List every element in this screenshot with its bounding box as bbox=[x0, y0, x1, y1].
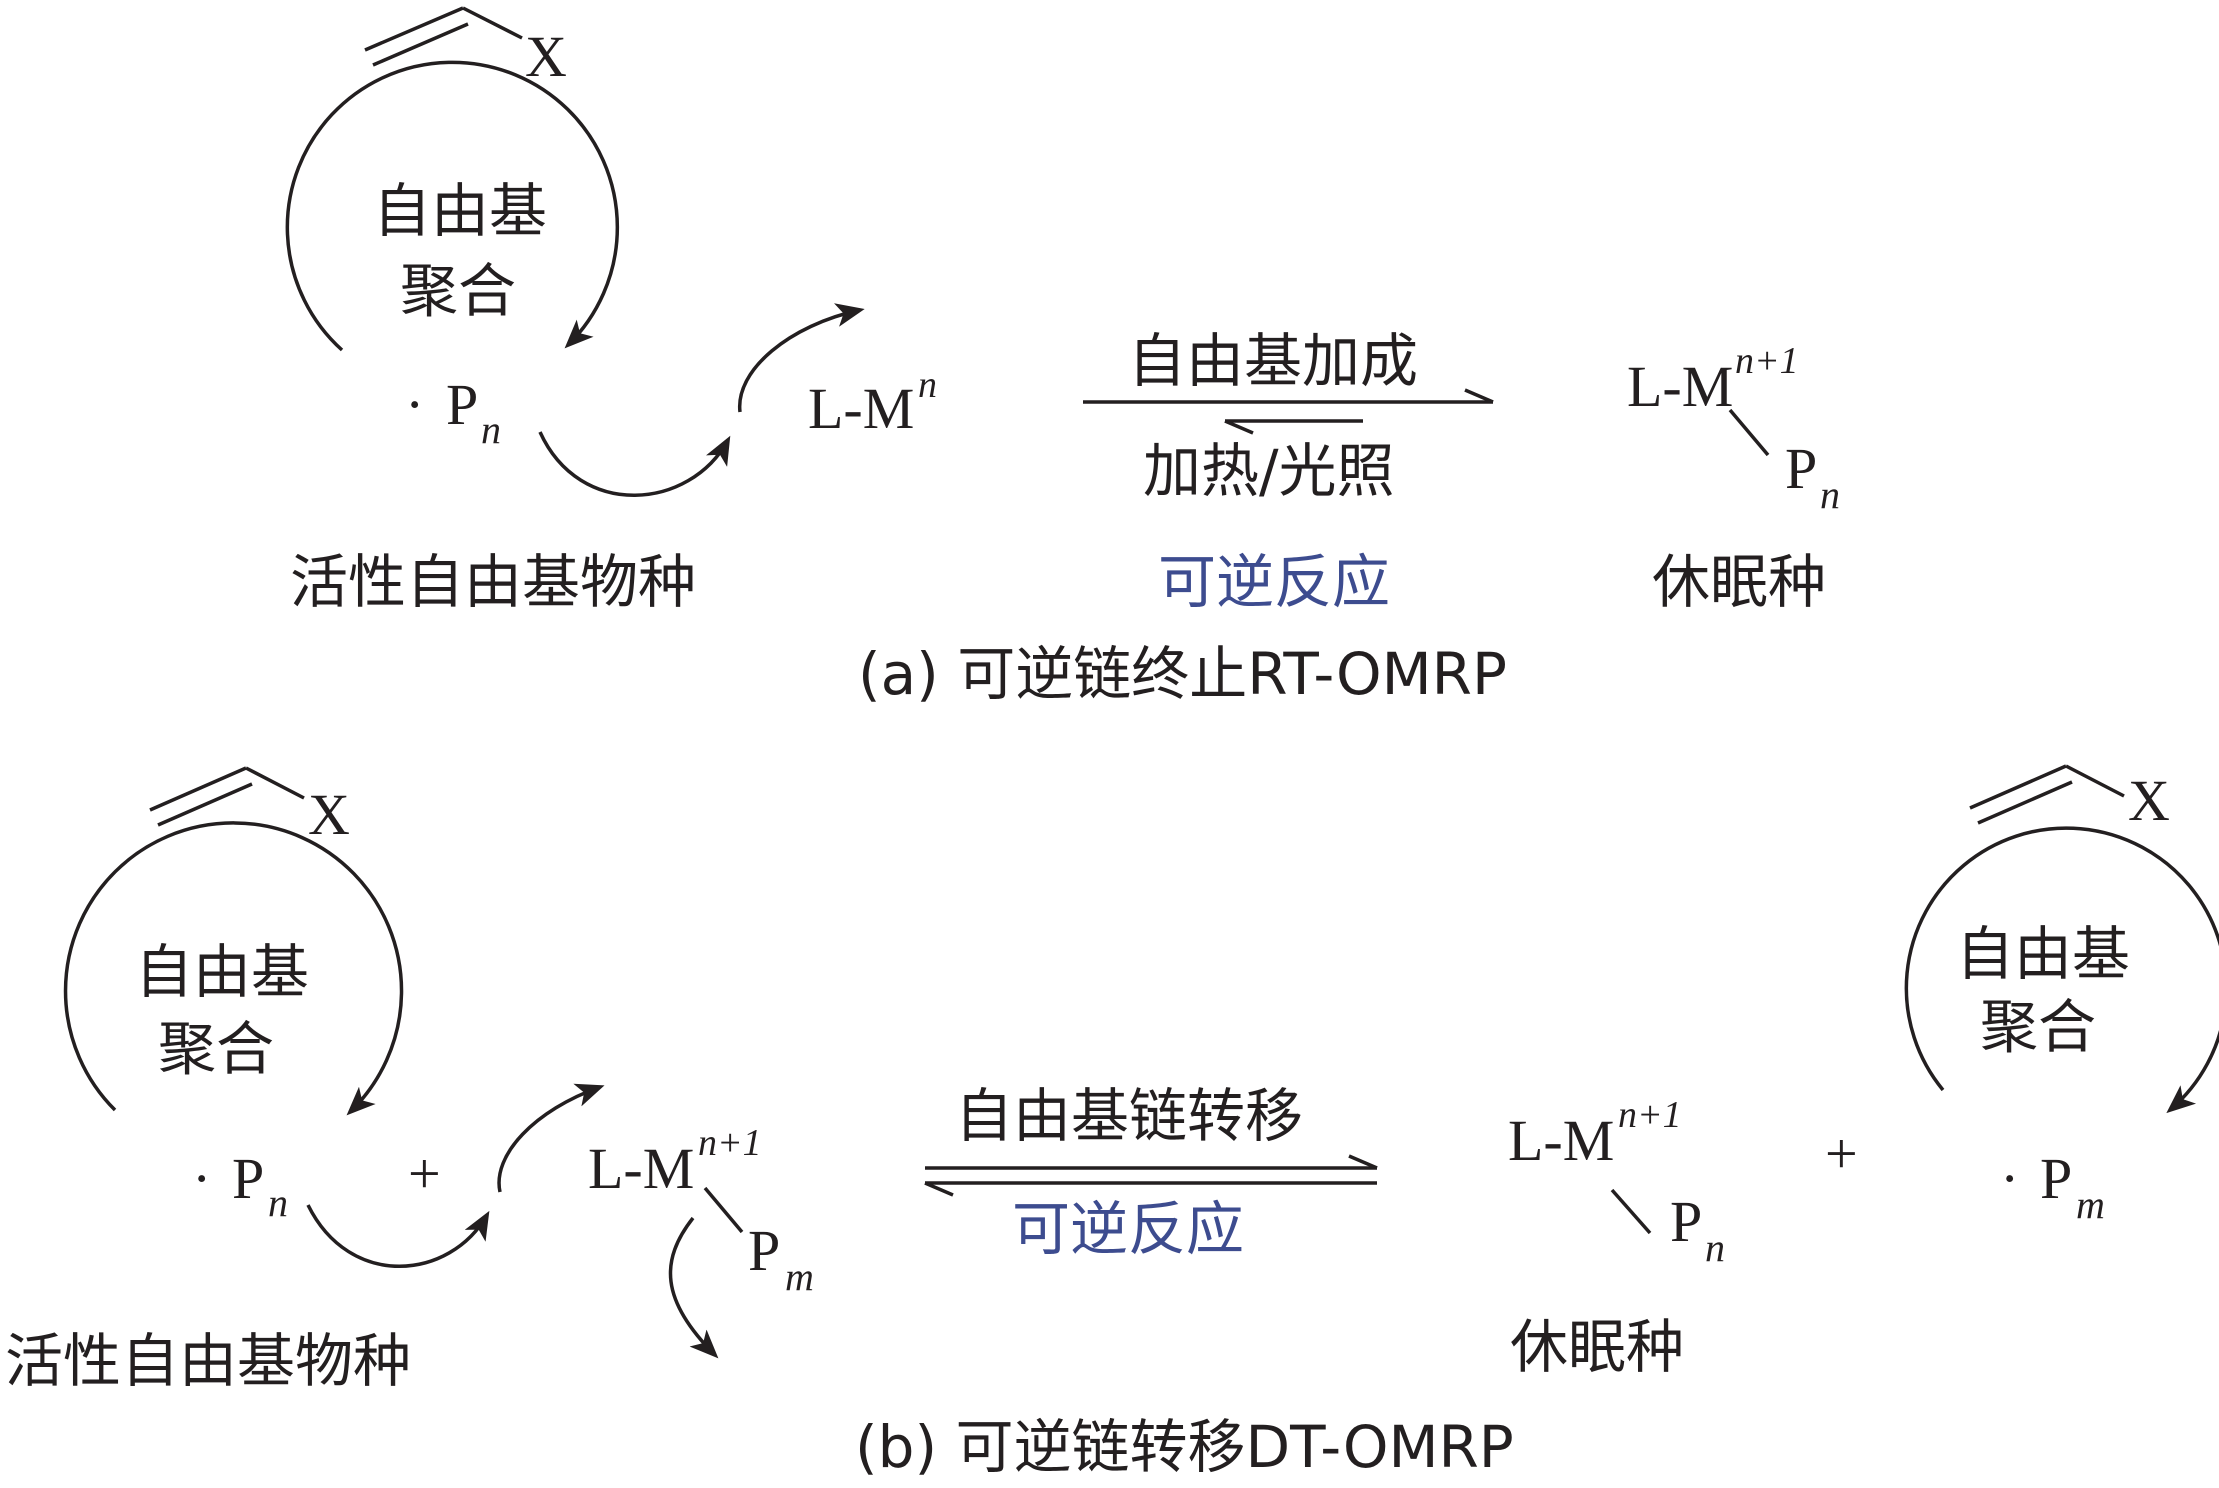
radical-a-dot: · bbox=[405, 372, 425, 437]
dormant-a-lm: L-M bbox=[1627, 354, 1734, 419]
product-b-lm: L-M bbox=[1508, 1108, 1615, 1173]
radical-b-right-dot: · bbox=[2000, 1146, 2020, 1211]
radical-transfer-arrow-b bbox=[306, 1204, 490, 1268]
caption-b: (b) 可逆链转移DT-OMRP bbox=[855, 1413, 1514, 1481]
cycle-b-left-label-line2: 聚合 bbox=[158, 1015, 275, 1083]
plus-b-right: + bbox=[1825, 1121, 1858, 1186]
radical-a-p: P bbox=[446, 372, 479, 437]
complex-return-arrow-b bbox=[497, 1083, 605, 1193]
cycle-arrow-b-right bbox=[1904, 826, 2219, 1114]
plus-b-left: + bbox=[408, 1141, 441, 1206]
dormant-a-p: P bbox=[1785, 436, 1818, 501]
cycle-a-label-line2: 聚合 bbox=[400, 257, 517, 325]
radical-b-left-dot: · bbox=[192, 1146, 212, 1211]
cycle-b-right-label-line2: 聚合 bbox=[1980, 993, 2097, 1061]
bond-m-p-b-right bbox=[1610, 1188, 1652, 1235]
bond-m-p-a bbox=[1728, 408, 1770, 457]
bond-m-p-b-left bbox=[703, 1186, 744, 1234]
radical-b-left-p: P bbox=[232, 1146, 265, 1211]
cycle-arrow-a bbox=[285, 60, 620, 352]
complex-b-p: P bbox=[748, 1218, 781, 1283]
chain-release-arrow-b bbox=[668, 1216, 719, 1359]
arrow-a-top-label: 自由基加成 bbox=[1128, 327, 1419, 395]
radical-b-left-subscript: n bbox=[268, 1180, 288, 1225]
radical-b-right-p: P bbox=[2040, 1146, 2073, 1211]
radical-b-right-subscript: m bbox=[2076, 1182, 2105, 1227]
product-b-subscript: n bbox=[1705, 1225, 1725, 1270]
product-b-superscript: n+1 bbox=[1618, 1094, 1682, 1136]
reversible-label-a: 可逆反应 bbox=[1158, 548, 1391, 616]
dormant-species-label-b: 休眠种 bbox=[1510, 1313, 1685, 1381]
cycle-b-right-label-line1: 自由基 bbox=[1956, 920, 2131, 988]
active-species-label-a: 活性自由基物种 bbox=[290, 548, 697, 616]
complex-return-arrow-a bbox=[738, 303, 865, 413]
dormant-a-subscript: n bbox=[1820, 472, 1840, 517]
dormant-a-superscript: n+1 bbox=[1735, 340, 1799, 382]
monomer-a-substituent: X bbox=[525, 24, 567, 89]
complex-a-lm: L-M bbox=[808, 376, 915, 441]
cycle-a-label-line1: 自由基 bbox=[373, 177, 548, 245]
monomer-b-right-substituent: X bbox=[2128, 768, 2170, 833]
complex-b-superscript: n+1 bbox=[698, 1122, 762, 1164]
monomer-b-left-structure bbox=[149, 766, 305, 827]
radical-transfer-arrow-a bbox=[538, 431, 731, 497]
monomer-b-left-substituent: X bbox=[308, 782, 350, 847]
arrow-b-top-label: 自由基链转移 bbox=[955, 1082, 1304, 1150]
monomer-b-right-structure bbox=[1969, 764, 2125, 825]
dormant-species-label-a: 休眠种 bbox=[1652, 548, 1827, 616]
monomer-a-structure bbox=[364, 6, 523, 67]
complex-a-superscript: n bbox=[918, 364, 937, 406]
caption-a: (a) 可逆链终止RT-OMRP bbox=[858, 640, 1507, 708]
complex-b-lm: L-M bbox=[588, 1136, 695, 1201]
product-b-p: P bbox=[1670, 1189, 1703, 1254]
reversible-label-b: 可逆反应 bbox=[1012, 1195, 1245, 1263]
complex-b-subscript: m bbox=[785, 1254, 814, 1299]
arrow-a-bottom-label: 加热/光照 bbox=[1143, 437, 1395, 505]
active-species-label-b: 活性自由基物种 bbox=[5, 1327, 412, 1395]
cycle-arrow-b-left bbox=[63, 821, 404, 1116]
radical-a-subscript: n bbox=[481, 407, 501, 452]
cycle-b-left-label-line1: 自由基 bbox=[135, 938, 310, 1006]
